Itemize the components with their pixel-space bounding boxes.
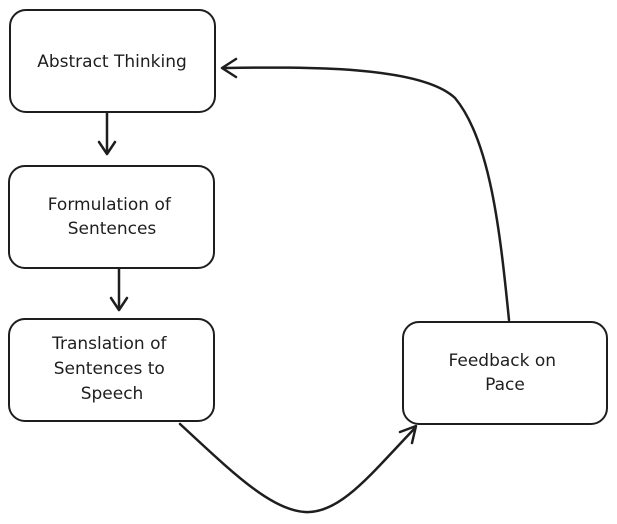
node-abstract-thinking: Abstract Thinking (9, 9, 216, 113)
node-label-line: Translation of (51, 334, 167, 354)
edge-abstract-to-formulation (97, 110, 117, 156)
node-label-line: Sentences (68, 219, 157, 239)
edge-formulation-to-translation (109, 266, 129, 312)
edge-translation-to-feedback (178, 422, 418, 514)
node-translation-of-sentences-to-speech: Translation of Sentences to Speech (8, 318, 215, 422)
edge-feedback-to-abstract (220, 57, 511, 322)
node-label-line: Pace (485, 375, 525, 395)
node-formulation-of-sentences: Formulation of Sentences (8, 165, 215, 269)
node-label-line: Abstract Thinking (37, 52, 187, 72)
node-formulation-label: Formulation of Sentences (48, 195, 177, 239)
node-label-line: Speech (81, 384, 144, 404)
node-label-line: Feedback on (449, 351, 557, 371)
edges (97, 57, 511, 514)
node-label-line: Sentences to (54, 359, 165, 379)
node-label-line: Formulation of (48, 195, 172, 215)
node-abstract-thinking-label: Abstract Thinking (37, 52, 187, 72)
node-translation-label: Translation of Sentences to Speech (51, 334, 172, 404)
node-feedback-label: Feedback on Pace (449, 351, 562, 395)
node-feedback-on-pace: Feedback on Pace (402, 321, 608, 425)
